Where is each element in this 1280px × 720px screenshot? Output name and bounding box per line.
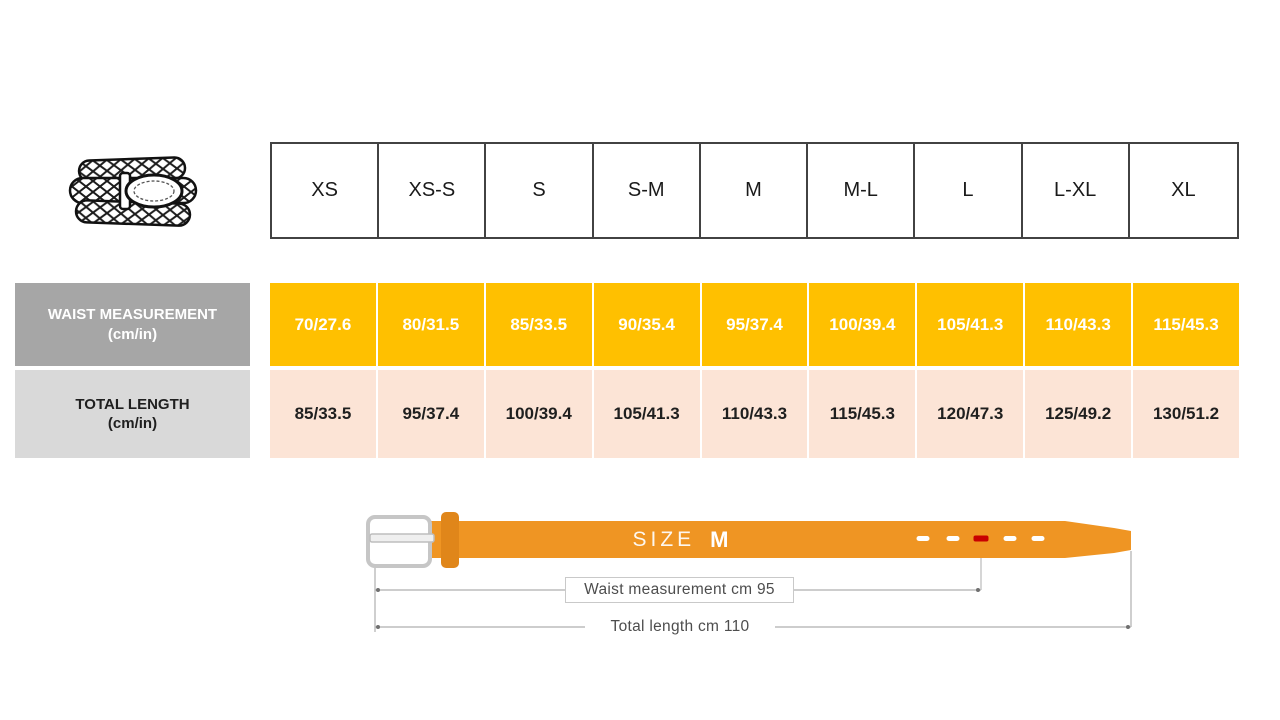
size-header-cell: M-L [808,144,916,237]
size-header-cell: L-XL [1023,144,1130,237]
size-header-cell: M [701,144,809,237]
length-value-cell: 125/49.2 [1025,370,1132,458]
waist-measurement-annotation: Waist measurement cm 95 [565,577,794,603]
length-value-cell: 105/41.3 [593,370,700,458]
belt-buckle [124,173,184,209]
waist-value-cell: 105/41.3 [917,283,1024,366]
measurement-end-dots [376,588,1130,629]
size-header-cell: XL [1171,179,1196,201]
length-value-cell: 130/51.2 [1133,370,1239,458]
belt-holes [916,535,1045,542]
waist-value-cell: 90/35.4 [593,283,700,366]
waist-measurement-label: WAIST MEASUREMENT (cm/in) [15,283,250,366]
length-value-cell: 95/37.4 [377,370,484,458]
waist-value-cell: 110/43.3 [1025,283,1132,366]
length-value-cell: 115/45.3 [809,370,916,458]
length-value-cell: 120/47.3 [917,370,1024,458]
waist-label-unit: (cm/in) [107,325,158,343]
waist-value-cell: 70/27.6 [270,283,376,366]
waist-value-cell: 115/45.3 [1133,283,1239,366]
length-label-text: TOTAL LENGTH [75,395,190,413]
waist-value-cell: 95/37.4 [701,283,808,366]
size-header-cell: S [486,144,594,237]
waist-value-cell: 100/39.4 [809,283,916,366]
belt-buckle-icon [366,515,435,568]
total-length-annotation: Total length cm 110 [585,616,775,638]
size-header-cell: XS [272,144,380,237]
size-header-cell: XS-S [379,144,487,237]
size-indicator-value: M [710,527,729,552]
selected-size-hole [973,535,989,542]
length-value-cell: 100/39.4 [485,370,592,458]
size-indicator: SIZE M [608,525,753,555]
belt-strap [425,521,1131,558]
length-value-cell: 110/43.3 [701,370,808,458]
length-value-cell: 85/33.5 [270,370,376,458]
total-length-label: TOTAL LENGTH (cm/in) [15,370,250,458]
size-header-cell: L [915,144,1023,237]
waist-label-text: WAIST MEASUREMENT [47,306,218,323]
belt-keeper-loop [441,512,459,568]
waist-value-cell: 80/31.5 [377,283,484,366]
size-header-cell: S-M [594,144,701,237]
braided-belt-illustration [68,156,198,227]
waist-value-cell: 85/33.5 [485,283,592,366]
size-indicator-label: SIZE [632,528,696,551]
length-label-unit: (cm/in) [107,415,158,432]
